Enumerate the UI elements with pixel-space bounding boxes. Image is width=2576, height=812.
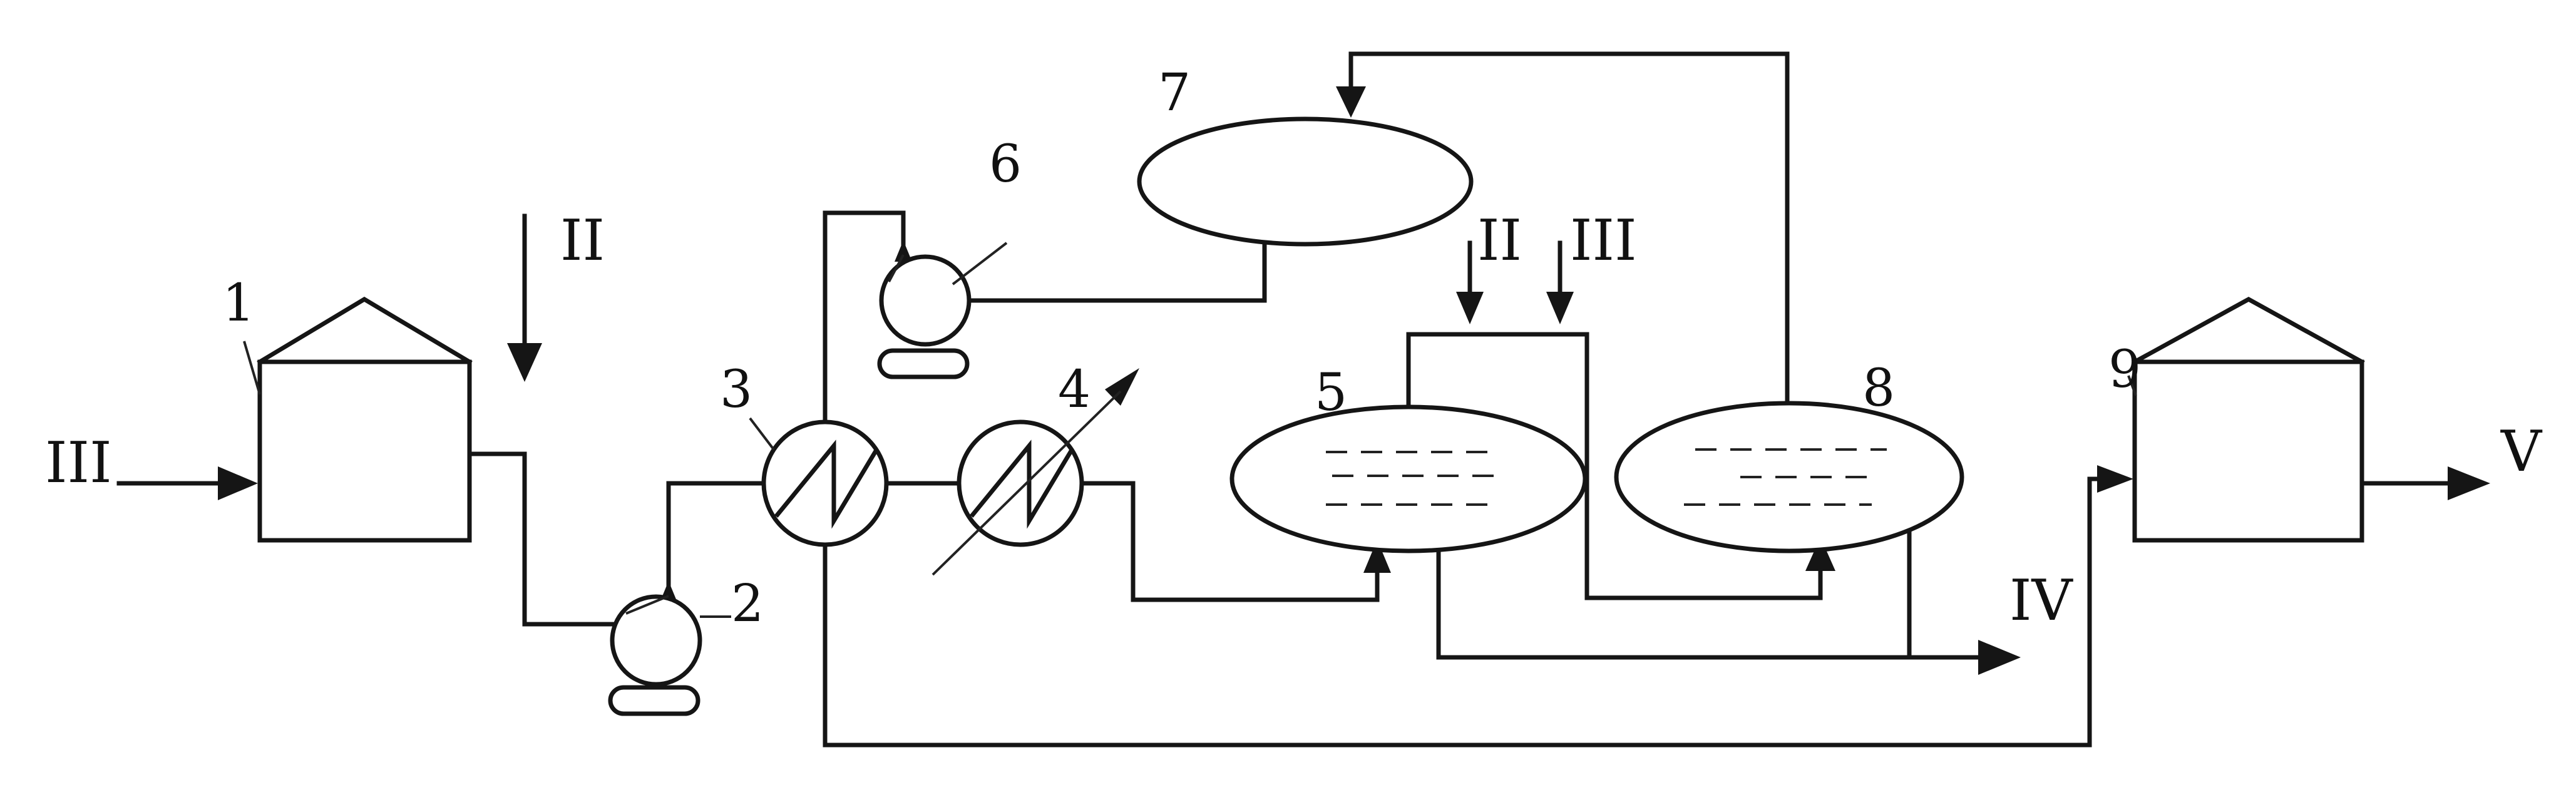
- arrow-into-vessel5: [1363, 540, 1391, 573]
- vessel-5: [1229, 404, 1588, 553]
- pump-2-icon: [608, 594, 702, 716]
- arrow-into-vessel8: [1805, 537, 1835, 571]
- arrow-into-vessel7: [1336, 86, 1366, 118]
- label-vessel-5: 5: [1315, 363, 1347, 423]
- label-stream-ii-mid: II: [1477, 208, 1522, 274]
- arrow-stream-ii-mid: [1456, 292, 1484, 324]
- pipe-tank1-to-pump2: [467, 451, 616, 627]
- heat-exchanger-3-icon: [761, 419, 889, 547]
- arrowheads: [218, 86, 2490, 675]
- label-feed-ii: II: [560, 208, 605, 274]
- arrow-into-tank9: [2097, 465, 2133, 493]
- pipe-pump6-to-vessel7: [967, 239, 1267, 303]
- label-pump-2: 2: [731, 574, 764, 634]
- pipe-vessel5-to-outlet-iv: [1436, 545, 1987, 660]
- piping: [116, 51, 2455, 748]
- arrow-outlet-v: [2448, 466, 2490, 500]
- vessel-8: [1614, 401, 1964, 553]
- label-pump-6: 6: [989, 135, 1022, 194]
- arrow-stream-iii-mid: [1546, 292, 1574, 324]
- label-outlet-iv: IV: [2009, 568, 2074, 634]
- label-heat-exchanger-3: 3: [720, 360, 752, 419]
- label-feed-iii: III: [45, 430, 112, 496]
- label-vessel-7: 7: [1158, 63, 1191, 123]
- pipe-vessel8-to-vessel7: [1348, 51, 1790, 409]
- arrow-pump6-discharge: [895, 240, 912, 262]
- label-vessel-8: 8: [1862, 359, 1895, 418]
- equipment-numbers: 1 2 3 4 5 6 7 8 9: [222, 63, 2141, 634]
- pipe-vessel5-to-vessel8: [1406, 332, 1823, 600]
- pipe-hx3-to-tank9: [823, 476, 2105, 748]
- arrow-outlet-iv: [1978, 640, 2021, 675]
- leader-lines: [243, 242, 2137, 618]
- label-outlet-v: V: [2500, 419, 2543, 485]
- tank-9: [2132, 297, 2365, 543]
- arrow-feed-iii: [218, 466, 258, 500]
- stream-labels: III II II III IV V: [45, 208, 2543, 634]
- pump-6-icon: [877, 254, 972, 379]
- vessel-7: [1137, 116, 1474, 247]
- label-stream-iii-mid: III: [1570, 208, 1637, 274]
- tank-1: [257, 296, 473, 543]
- arrow-heater4: [1105, 368, 1139, 406]
- label-heater-4: 4: [1058, 360, 1090, 419]
- heater-4-icon: [931, 390, 1122, 576]
- label-tank-9: 9: [2108, 340, 2141, 399]
- arrow-feed-ii: [507, 343, 542, 382]
- pipe-heater4-to-vessel5: [1079, 481, 1380, 602]
- pipe-hx3-to-pump6: [823, 210, 906, 423]
- label-tank-1: 1: [222, 274, 255, 333]
- pipe-pump2-to-hx3: [666, 481, 767, 599]
